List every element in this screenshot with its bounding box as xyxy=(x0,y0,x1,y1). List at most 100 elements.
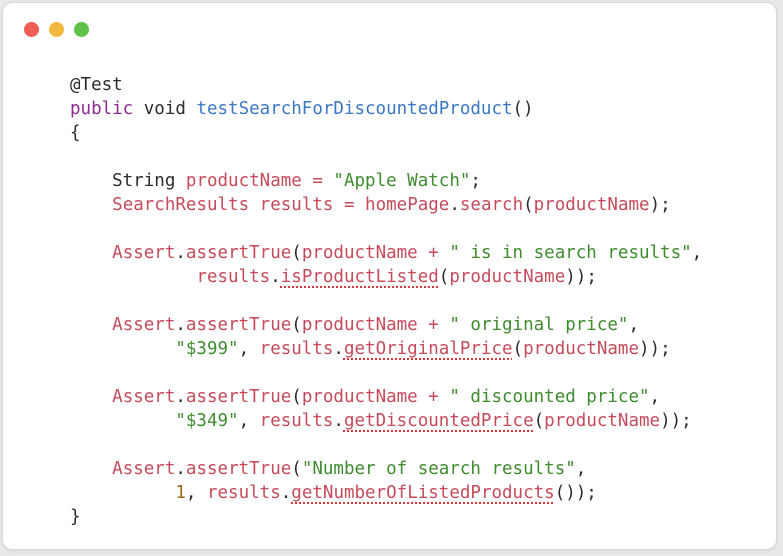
code-line: } xyxy=(70,505,702,529)
code-token: , xyxy=(238,411,260,431)
code-token: ); xyxy=(649,195,671,215)
code-token: homePage xyxy=(365,195,450,215)
code-token: , xyxy=(238,339,260,359)
code-token: Assert xyxy=(112,315,176,335)
code-token: ; xyxy=(470,171,481,191)
code-line: Assert.assertTrue("Number of search resu… xyxy=(70,457,702,481)
code-token: ()); xyxy=(554,483,597,503)
code-token xyxy=(70,483,175,503)
code-token xyxy=(70,195,112,215)
code-token: , xyxy=(628,315,640,335)
code-token: . xyxy=(333,411,344,431)
code-token: )); xyxy=(565,267,597,287)
code-token: " original price" xyxy=(449,315,629,335)
code-line: SearchResults results = homePage.search(… xyxy=(70,193,702,217)
code-token: String xyxy=(70,171,186,191)
code-token xyxy=(70,387,112,407)
code-token: , xyxy=(185,483,207,503)
code-token: . xyxy=(175,243,186,263)
code-line: 1, results.getNumberOfListedProducts()); xyxy=(70,481,702,505)
close-window-button[interactable] xyxy=(24,22,39,37)
code-token: ( xyxy=(523,195,534,215)
code-token: search xyxy=(459,195,524,215)
code-line: "$399", results.getOriginalPrice(product… xyxy=(70,337,702,361)
code-token: productName xyxy=(301,387,418,407)
code-token: + xyxy=(417,387,450,407)
code-token: "Number of search results" xyxy=(301,459,576,479)
code-token: assertTrue xyxy=(185,387,292,407)
code-token: productName xyxy=(533,195,650,215)
code-token: , xyxy=(649,387,661,407)
code-token xyxy=(70,411,175,431)
code-token: productName xyxy=(301,315,418,335)
code-token: Assert xyxy=(112,387,176,407)
code-token: productName xyxy=(449,267,566,287)
code-token: testSearchForDiscountedProduct xyxy=(196,99,513,119)
code-token: Assert xyxy=(112,243,176,263)
code-token xyxy=(70,243,112,263)
code-token: " is in search results" xyxy=(449,243,692,263)
code-token: ( xyxy=(291,459,302,479)
code-token: "$349" xyxy=(175,411,239,431)
code-token: results xyxy=(259,339,334,359)
code-token: results xyxy=(206,483,281,503)
code-token: SearchResults xyxy=(112,195,250,215)
code-token: } xyxy=(70,507,81,527)
code-token: productName xyxy=(301,243,418,263)
code-token: , xyxy=(691,243,703,263)
code-token: = xyxy=(333,195,366,215)
code-token: , xyxy=(575,459,587,479)
title-bar xyxy=(3,3,776,55)
code-token: "$399" xyxy=(175,339,239,359)
code-token: public xyxy=(70,99,134,119)
code-line xyxy=(70,361,702,385)
code-line: Assert.assertTrue(productName + " origin… xyxy=(70,313,702,337)
code-token: ( xyxy=(438,267,450,287)
code-line: "$349", results.getDiscountedPrice(produ… xyxy=(70,409,702,433)
code-token xyxy=(70,267,196,287)
code-token-warning: isProductListed xyxy=(280,267,439,287)
code-token xyxy=(70,315,112,335)
code-token: )); xyxy=(660,411,692,431)
code-token: productName xyxy=(523,339,639,359)
code-token: ( xyxy=(533,411,545,431)
code-token: assertTrue xyxy=(185,243,292,263)
code-token: results xyxy=(259,411,334,431)
code-token xyxy=(249,195,260,215)
code-line xyxy=(70,289,702,313)
code-token: ( xyxy=(291,315,302,335)
code-token: = xyxy=(301,171,334,191)
code-line xyxy=(70,217,702,241)
minimize-window-button[interactable] xyxy=(49,22,64,37)
code-line xyxy=(70,145,702,169)
code-token: + xyxy=(417,243,450,263)
code-token: { xyxy=(70,123,81,143)
code-line xyxy=(70,433,702,457)
code-token: ( xyxy=(291,387,302,407)
code-token: . xyxy=(333,339,344,359)
code-token: . xyxy=(280,483,292,503)
code-token: results xyxy=(196,267,271,287)
code-token: productName xyxy=(544,411,661,431)
zoom-window-button[interactable] xyxy=(74,22,89,37)
code-token xyxy=(70,459,112,479)
code-token: ( xyxy=(512,339,524,359)
code-token: 1 xyxy=(175,483,186,503)
code-line: { xyxy=(70,121,702,145)
code-token: " discounted price" xyxy=(449,387,650,407)
code-token: results xyxy=(259,195,334,215)
code-token: ( xyxy=(291,243,302,263)
code-token: . xyxy=(449,195,460,215)
code-token-warning: getOriginalPrice xyxy=(343,339,513,359)
code-line: results.isProductListed(productName)); xyxy=(70,265,702,289)
code-token: assertTrue xyxy=(185,459,292,479)
code-token: void xyxy=(133,99,197,119)
code-line: String productName = "Apple Watch"; xyxy=(70,169,702,193)
code-token: . xyxy=(175,315,186,335)
code-token: )); xyxy=(639,339,671,359)
code-token: . xyxy=(175,387,186,407)
code-token-warning: getNumberOfListedProducts xyxy=(291,483,555,503)
code-token: () xyxy=(512,99,534,119)
